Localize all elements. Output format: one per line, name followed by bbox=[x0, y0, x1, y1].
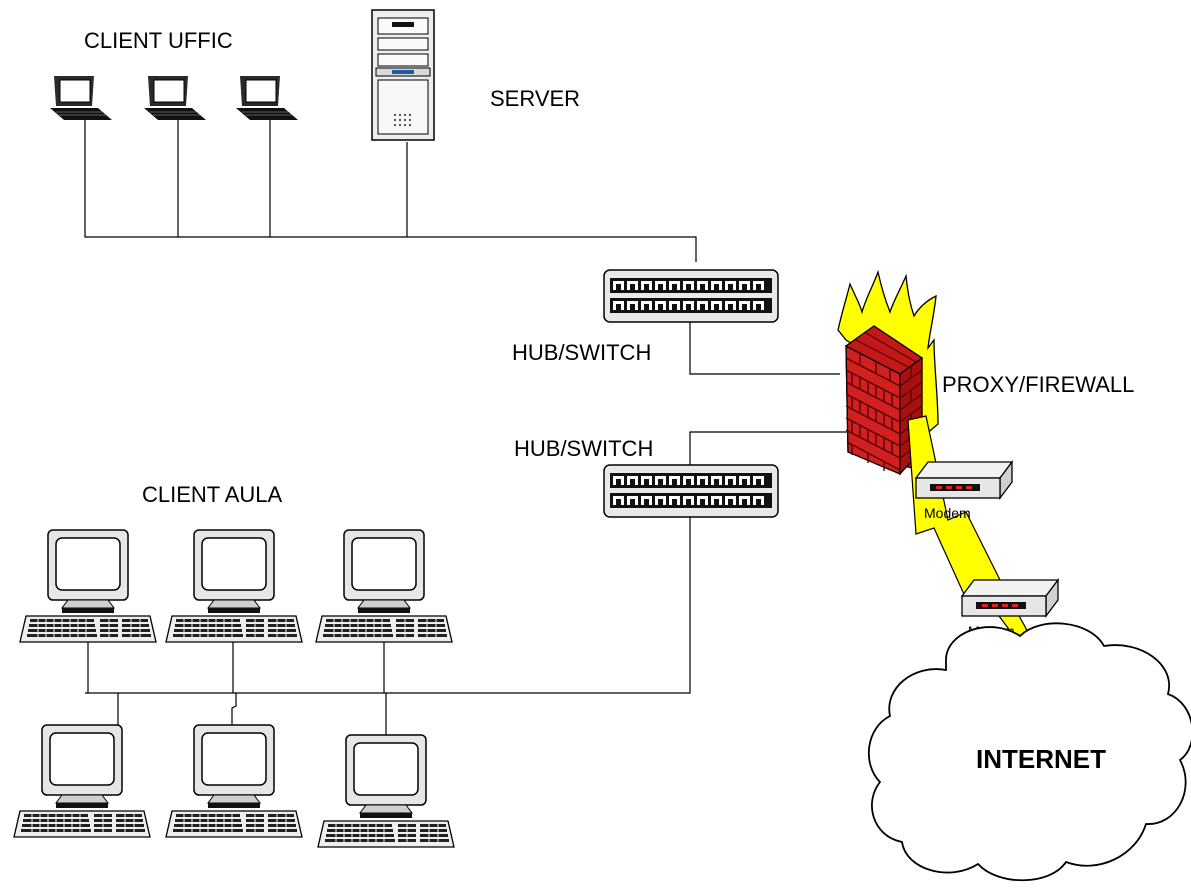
server-tower-icon bbox=[371, 9, 435, 141]
laptop-icon bbox=[143, 75, 207, 121]
hub-switch-icon bbox=[603, 464, 779, 518]
laptop-icon bbox=[49, 75, 113, 121]
workstation-icon bbox=[13, 724, 151, 838]
hub-switch-bottom-label: HUB/SWITCH bbox=[514, 436, 653, 461]
client-aula-label: CLIENT AULA bbox=[142, 482, 283, 507]
hub-switch-top-label: HUB/SWITCH bbox=[512, 340, 651, 365]
workstation-icon bbox=[165, 529, 303, 643]
workstation-icon bbox=[165, 724, 303, 838]
hub-switch-icon bbox=[603, 269, 779, 323]
internet-label: INTERNET bbox=[976, 744, 1106, 774]
modem-icon bbox=[915, 461, 1013, 499]
laptop-icon bbox=[235, 75, 299, 121]
workstation-icon bbox=[19, 529, 157, 643]
workstation-icon bbox=[317, 734, 455, 848]
proxy-firewall-label: PROXY/FIREWALL bbox=[942, 372, 1134, 397]
modem-icon bbox=[961, 579, 1059, 617]
workstation-icon bbox=[315, 529, 453, 643]
server-label: SERVER bbox=[490, 86, 580, 111]
modem-top-label: Modem bbox=[924, 505, 971, 521]
internet-cloud-icon bbox=[867, 622, 1191, 882]
client-uffic-label: CLIENT UFFIC bbox=[84, 28, 233, 53]
firewall-icon bbox=[837, 269, 939, 476]
network-wires bbox=[84, 120, 850, 735]
